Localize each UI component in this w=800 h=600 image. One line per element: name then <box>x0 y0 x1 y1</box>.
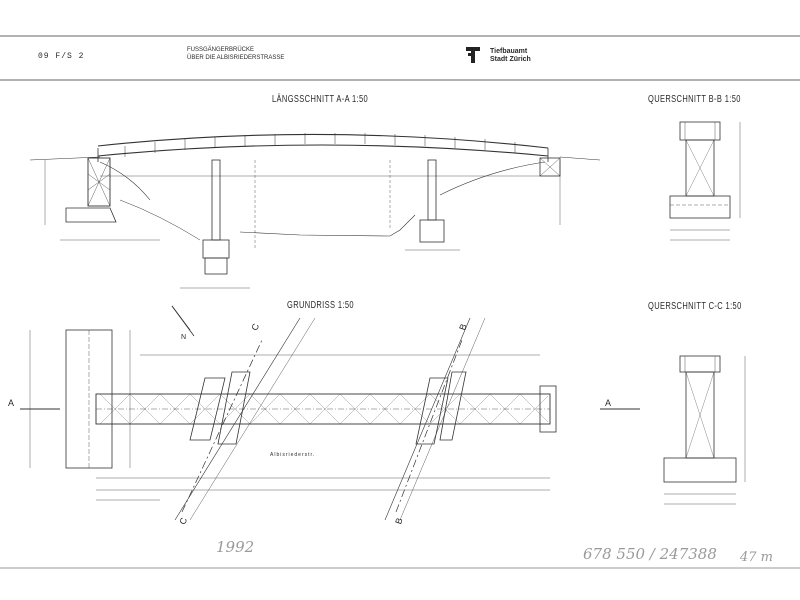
project-title-line1: FUSSGÄNGERBRÜCKE <box>187 47 255 53</box>
section-mark-a-left: A <box>8 398 15 408</box>
north-arrow-label: N <box>181 334 187 341</box>
office-name-line1: Tiefbauamt <box>490 48 528 55</box>
cross-section-cc <box>663 355 746 505</box>
street-label: Albisriederstr. <box>270 452 316 458</box>
plan-view-title: GRUNDRISS 1:50 <box>287 300 354 311</box>
handwritten-year: 1992 <box>216 538 255 556</box>
tiefbauamt-logo-icon <box>466 47 480 63</box>
plan-view <box>20 305 640 521</box>
cross-section-bb <box>669 121 741 241</box>
cross-section-cc-title: QUERSCHNITT C-C 1:50 <box>648 301 742 312</box>
longitudinal-section-title: LÄNGSSCHNITT A-A 1:50 <box>272 94 369 105</box>
drawing-code: 09 F/S 2 <box>38 52 85 61</box>
office-name: Tiefbauamt Stadt Zürich <box>490 48 531 64</box>
project-title: FUSSGÄNGERBRÜCKE ÜBER DIE ALBISRIEDERSTR… <box>187 46 284 62</box>
handwritten-sheet-number: 47 m <box>740 550 774 565</box>
handwritten-archive-number: 678 550 / 247388 <box>583 545 717 563</box>
cross-section-bb-title: QUERSCHNITT B-B 1:50 <box>648 94 741 105</box>
project-title-line2: ÜBER DIE ALBISRIEDERSTRASSE <box>187 55 285 61</box>
section-mark-a-right: A <box>605 398 612 408</box>
longitudinal-section <box>29 133 601 289</box>
office-name-line2: Stadt Zürich <box>490 56 531 63</box>
